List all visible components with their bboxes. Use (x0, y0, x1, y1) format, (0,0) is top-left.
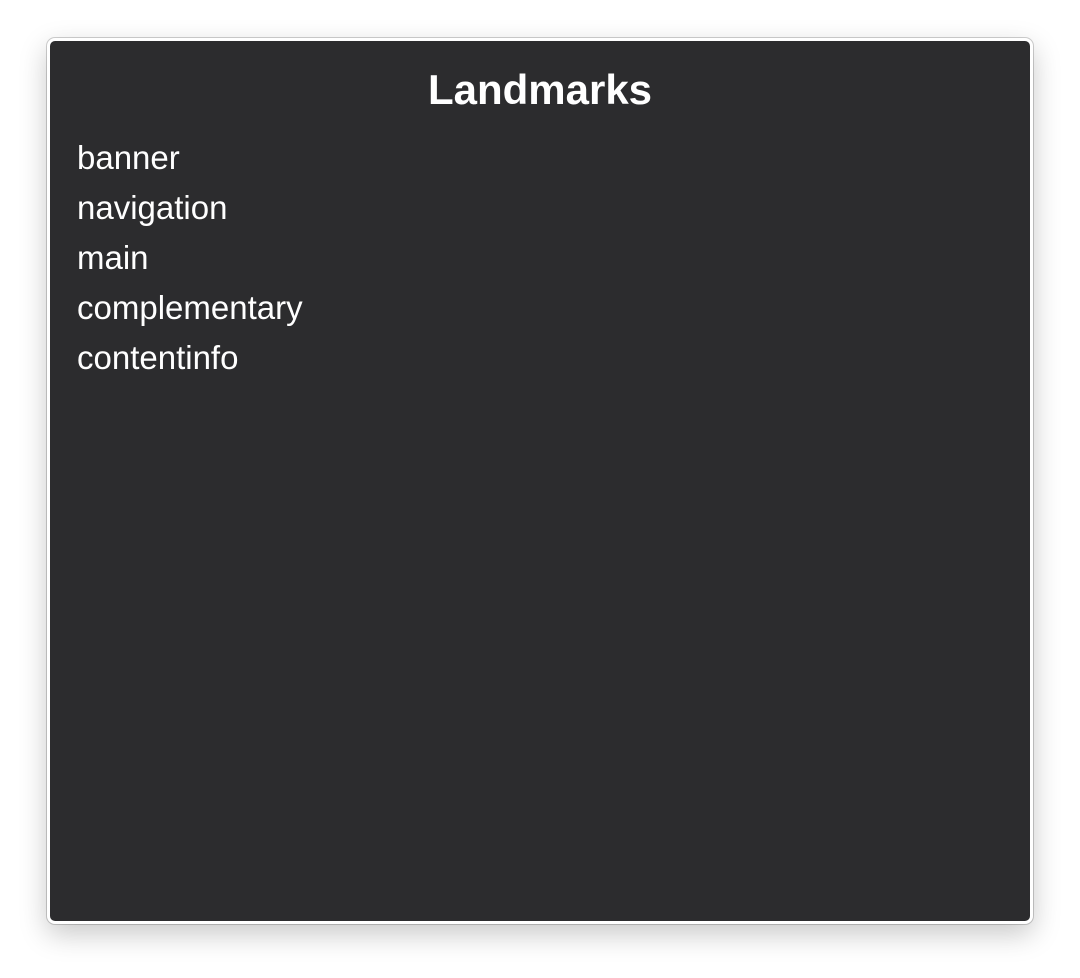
landmark-item-main[interactable]: main (77, 239, 149, 276)
landmarks-panel: Landmarks banner navigation main complem… (50, 41, 1030, 921)
panel-title: Landmarks (427, 66, 653, 113)
landmark-item-banner[interactable]: banner (77, 139, 180, 176)
landmark-item-contentinfo[interactable]: contentinfo (77, 339, 239, 376)
landmark-item-complementary[interactable]: complementary (77, 289, 303, 326)
landmarks-list: banner navigation main complementary con… (77, 133, 303, 383)
landmarks-window: Landmarks banner navigation main complem… (47, 38, 1033, 924)
landmark-item-navigation[interactable]: navigation (77, 189, 228, 226)
